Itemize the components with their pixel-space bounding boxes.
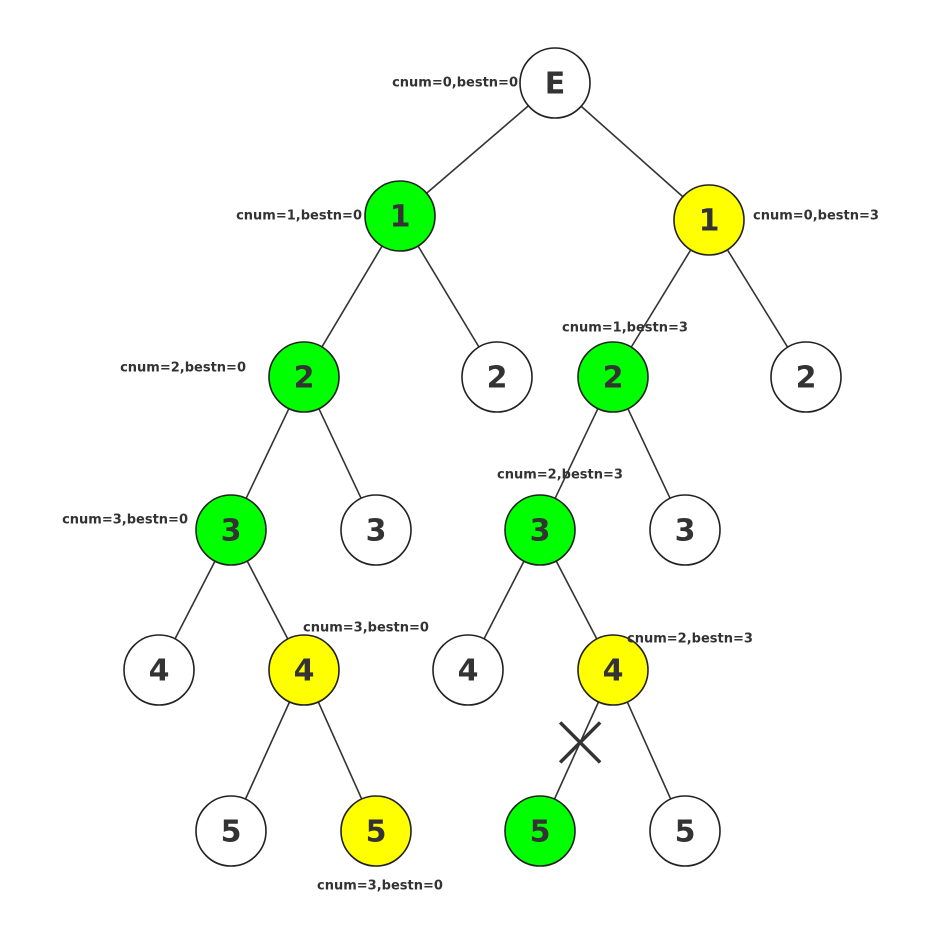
node-label: 5 xyxy=(366,815,387,850)
edge-L1-L1L2 xyxy=(321,245,383,348)
node-circle xyxy=(432,634,504,706)
node-circle xyxy=(577,341,649,413)
node-circle xyxy=(519,47,591,119)
edge-E-L1 xyxy=(426,105,529,194)
tree-node-R3R4: 4 xyxy=(577,634,649,706)
annotations-layer: cnum=0,bestn=0 cnum=1,bestn=0 cnum=0,bestn… xyxy=(62,76,879,894)
node-label: 2 xyxy=(796,361,817,396)
edge-R2L3-R3R4 xyxy=(555,560,598,640)
tree-node-R2R3: 3 xyxy=(649,494,721,566)
tree-node-L1L2: 2 xyxy=(268,341,340,413)
node-circle xyxy=(123,634,195,706)
node-circle xyxy=(461,341,533,413)
node-label: 5 xyxy=(530,815,551,850)
node-annotation-R3R4: cnum=2,bestn=3 xyxy=(627,632,753,647)
node-label: 4 xyxy=(149,654,170,689)
node-annotation-R1: cnum=0,bestn=3 xyxy=(753,209,879,224)
node-circle xyxy=(340,494,412,566)
edge-R1-R1R2 xyxy=(726,249,789,348)
node-circle xyxy=(504,494,576,566)
edge-R3R4-R4L5 xyxy=(553,701,600,800)
node-label: 4 xyxy=(458,654,479,689)
node-label: E xyxy=(545,67,566,102)
edge-L2L3-L3R4 xyxy=(246,560,289,640)
edge-R1L2-R2R3 xyxy=(627,408,671,499)
edge-L3R4-L4L5 xyxy=(244,701,291,800)
node-label: 3 xyxy=(675,514,696,549)
tree-node-R1: 1 xyxy=(673,184,745,256)
nodes-layer: E 1 1 2 2 2 2 3 3 3 3 4 4 4 4 5 5 5 5 xyxy=(123,47,842,867)
node-label: 3 xyxy=(221,514,242,549)
edge-R1-R1L2 xyxy=(630,249,692,348)
cross-stroke xyxy=(558,721,602,764)
tree-node-R1R2: 2 xyxy=(770,341,842,413)
tree-node-L3L4: 4 xyxy=(123,634,195,706)
tree-node-L3R4: 4 xyxy=(268,634,340,706)
edge-R1L2-R2L3 xyxy=(554,408,599,499)
edge-L1L2-L2L3 xyxy=(245,408,290,499)
tree-node-R4L5: 5 xyxy=(504,795,576,867)
node-annotation-E: cnum=0,bestn=0 xyxy=(392,76,518,91)
edge-R2L3-R3L4 xyxy=(483,560,525,640)
tree-node-L4L5: 5 xyxy=(195,795,267,867)
marks-layer xyxy=(558,721,602,764)
node-annotation-R2L3: cnum=2,bestn=3 xyxy=(497,468,623,483)
tree-node-R3L4: 4 xyxy=(432,634,504,706)
node-circle xyxy=(268,341,340,413)
node-label: 3 xyxy=(366,514,387,549)
node-circle xyxy=(268,634,340,706)
tree-node-L4R5: 5 xyxy=(340,795,412,867)
node-annotation-L2L3: cnum=3,bestn=0 xyxy=(62,513,188,528)
node-annotation-L1: cnum=1,bestn=0 xyxy=(236,209,362,224)
node-label: 5 xyxy=(675,815,696,850)
node-annotation-R1L2: cnum=1,bestn=3 xyxy=(562,321,688,336)
node-circle xyxy=(770,341,842,413)
node-circle xyxy=(195,795,267,867)
pruned-cross-icon xyxy=(558,721,602,764)
node-circle xyxy=(195,494,267,566)
node-label: 2 xyxy=(294,361,315,396)
edge-L3R4-L4R5 xyxy=(317,701,363,800)
node-label: 2 xyxy=(603,361,624,396)
tree-node-L1: 1 xyxy=(364,180,436,252)
edges-layer xyxy=(174,105,789,800)
tree-node-L2L3: 3 xyxy=(195,494,267,566)
node-circle xyxy=(673,184,745,256)
tree-node-R2L3: 3 xyxy=(504,494,576,566)
node-annotation-L4R5: cnum=3,bestn=0 xyxy=(317,879,443,894)
tree-node-E: E xyxy=(519,47,591,119)
node-label: 3 xyxy=(530,514,551,549)
tree-node-L2R3: 3 xyxy=(340,494,412,566)
node-label: 2 xyxy=(487,361,508,396)
node-label: 4 xyxy=(603,654,624,689)
tree-node-R4R5: 5 xyxy=(649,795,721,867)
tree-node-R1L2: 2 xyxy=(577,341,649,413)
node-circle xyxy=(504,795,576,867)
edge-R3R4-R4R5 xyxy=(626,701,672,800)
node-label: 1 xyxy=(699,204,720,239)
edge-L1-L1R2 xyxy=(417,245,480,348)
node-annotation-L3R4: cnum=3,bestn=0 xyxy=(303,621,429,636)
node-label: 4 xyxy=(294,654,315,689)
edge-L2L3-L3L4 xyxy=(174,560,216,640)
node-label: 5 xyxy=(221,815,242,850)
tree-node-L1R2: 2 xyxy=(461,341,533,413)
node-circle xyxy=(649,795,721,867)
node-circle xyxy=(340,795,412,867)
node-circle xyxy=(649,494,721,566)
edge-E-R1 xyxy=(580,105,684,198)
node-annotation-L1L2: cnum=2,bestn=0 xyxy=(120,361,246,376)
node-circle xyxy=(577,634,649,706)
node-circle xyxy=(364,180,436,252)
node-label: 1 xyxy=(390,200,411,235)
edge-L1L2-L2R3 xyxy=(318,408,362,499)
